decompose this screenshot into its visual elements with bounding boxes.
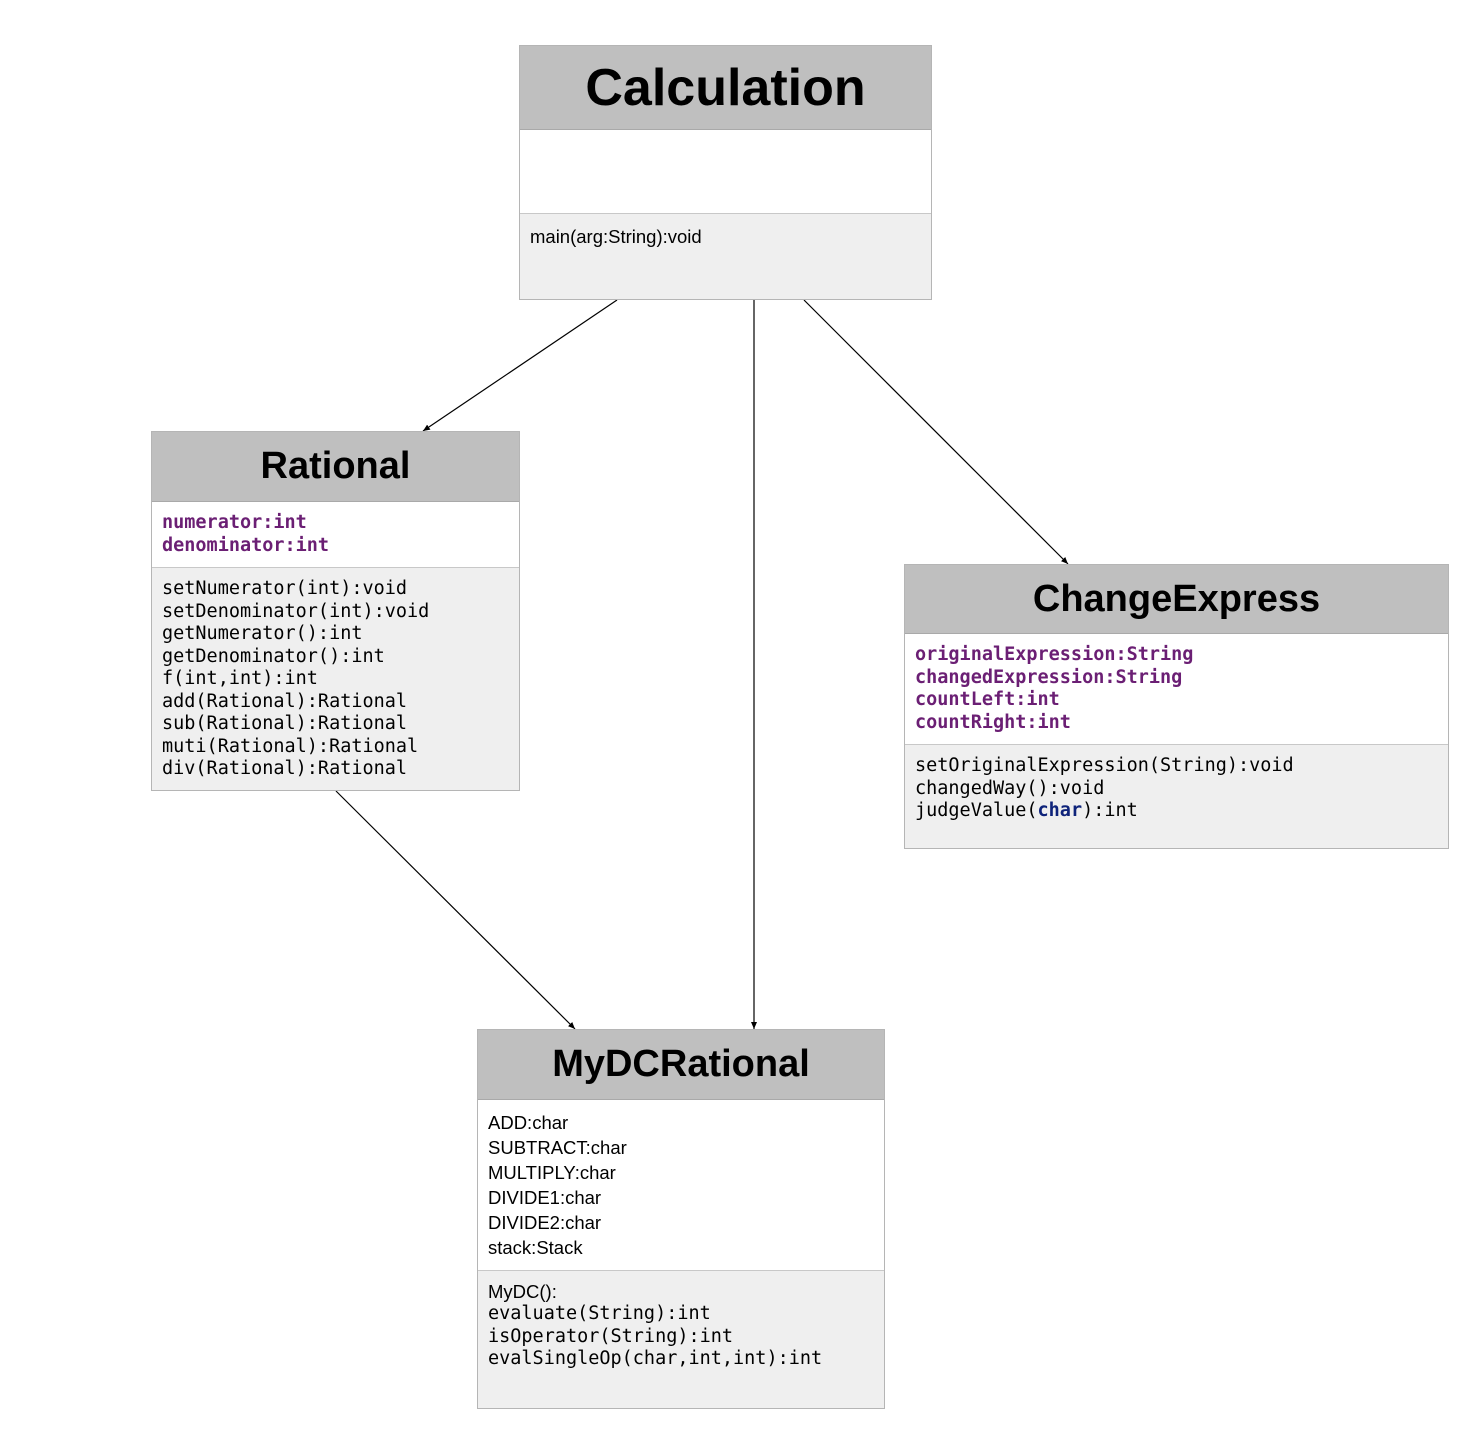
class-name: Calculation [585,58,866,117]
class-changeexpress-title: ChangeExpress [905,565,1448,634]
class-mydcrational-methods: MyDC(): evaluate(String):int isOperator(… [478,1271,884,1408]
method: setOriginalExpression(String):void [915,755,1294,776]
attribute: countLeft:int [915,689,1060,710]
method-suffix: ):int [1082,800,1138,821]
attribute: DIVIDE1:char [488,1187,602,1208]
attribute: DIVIDE2:char [488,1212,602,1233]
method: setNumerator(int):void [162,578,408,599]
class-rational[interactable]: Rational numerator:int denominator:int s… [151,431,520,791]
attribute: changedExpression:String [915,666,1183,688]
attribute: ADD:char [488,1112,569,1133]
class-mydcrational[interactable]: MyDCRational ADD:char SUBTRACT:char MULT… [477,1029,885,1409]
method: evalSingleOp(char,int,int):int [488,1348,823,1369]
edge-calculation-rational [422,299,618,432]
method: f(int,int):int [162,668,318,689]
class-changeexpress-attributes: originalExpression:String changedExpress… [905,634,1448,745]
class-name: ChangeExpress [1032,577,1321,620]
method: muti(Rational):Rational [162,735,419,757]
method: evaluate(String):int [488,1303,711,1324]
class-calculation[interactable]: Calculation main(arg:String):void [519,45,932,300]
attribute: originalExpression:String [915,644,1194,665]
attribute: MULTIPLY:char [488,1162,616,1183]
attribute: denominator:int [162,534,330,556]
edge-rational-mydcrational [335,790,576,1030]
class-name: Rational [260,445,411,487]
class-calculation-title: Calculation [520,46,931,130]
method-judge-value: judgeValue(char):int [915,800,1438,823]
constructor: MyDC(): [488,1281,557,1302]
attribute: countRight:int [915,711,1071,733]
attribute: SUBTRACT:char [488,1137,627,1158]
keyword-char: char [1037,800,1083,821]
method: changedWay():void [915,777,1105,799]
class-calculation-methods: main(arg:String):void [520,214,931,299]
class-changeexpress-methods: setOriginalExpression(String):void chang… [905,745,1448,848]
attribute: numerator:int [162,512,307,533]
class-rational-methods: setNumerator(int):void setDenominator(in… [152,568,519,790]
method: main(arg:String):void [530,226,702,247]
class-mydcrational-title: MyDCRational [478,1030,884,1100]
class-rational-attributes: numerator:int denominator:int [152,502,519,568]
method-prefix: judgeValue( [915,800,1038,821]
class-calculation-attributes [520,130,931,214]
method: setDenominator(int):void [162,600,430,622]
edge-calculation-changeexpress [803,299,1069,565]
method: div(Rational):Rational [162,758,408,779]
method: getDenominator():int [162,645,385,667]
attribute: stack:Stack [488,1237,583,1258]
class-changeexpress[interactable]: ChangeExpress originalExpression:String … [904,564,1449,849]
method: add(Rational):Rational [162,690,408,712]
method: sub(Rational):Rational [162,713,408,734]
class-mydcrational-attributes: ADD:char SUBTRACT:char MULTIPLY:char DIV… [478,1100,884,1271]
method: isOperator(String):int [488,1325,734,1347]
method: getNumerator():int [162,623,363,644]
class-name: MyDCRational [552,1043,810,1085]
class-rational-title: Rational [152,432,519,502]
